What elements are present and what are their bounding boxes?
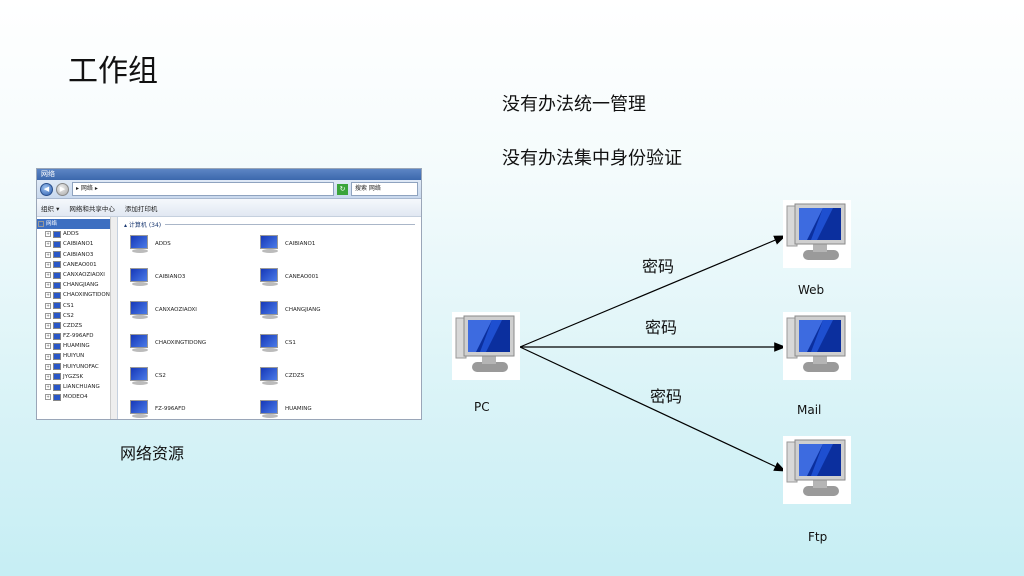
edge-label-mail: 密码: [645, 314, 677, 338]
ftp-label: Ftp: [808, 530, 827, 544]
edge-label-web: 密码: [642, 253, 674, 277]
pc-computer-icon: [452, 312, 520, 380]
web-server-computer-icon: [783, 200, 851, 268]
arrow-pc-to-ftp: [520, 347, 785, 471]
mail-server-computer-icon: [783, 312, 851, 380]
web-label: Web: [798, 283, 824, 297]
edge-label-ftp: 密码: [650, 383, 682, 407]
ftp-server-computer-icon: [783, 436, 851, 504]
mail-label: Mail: [797, 403, 821, 417]
pc-label: PC: [474, 400, 490, 414]
